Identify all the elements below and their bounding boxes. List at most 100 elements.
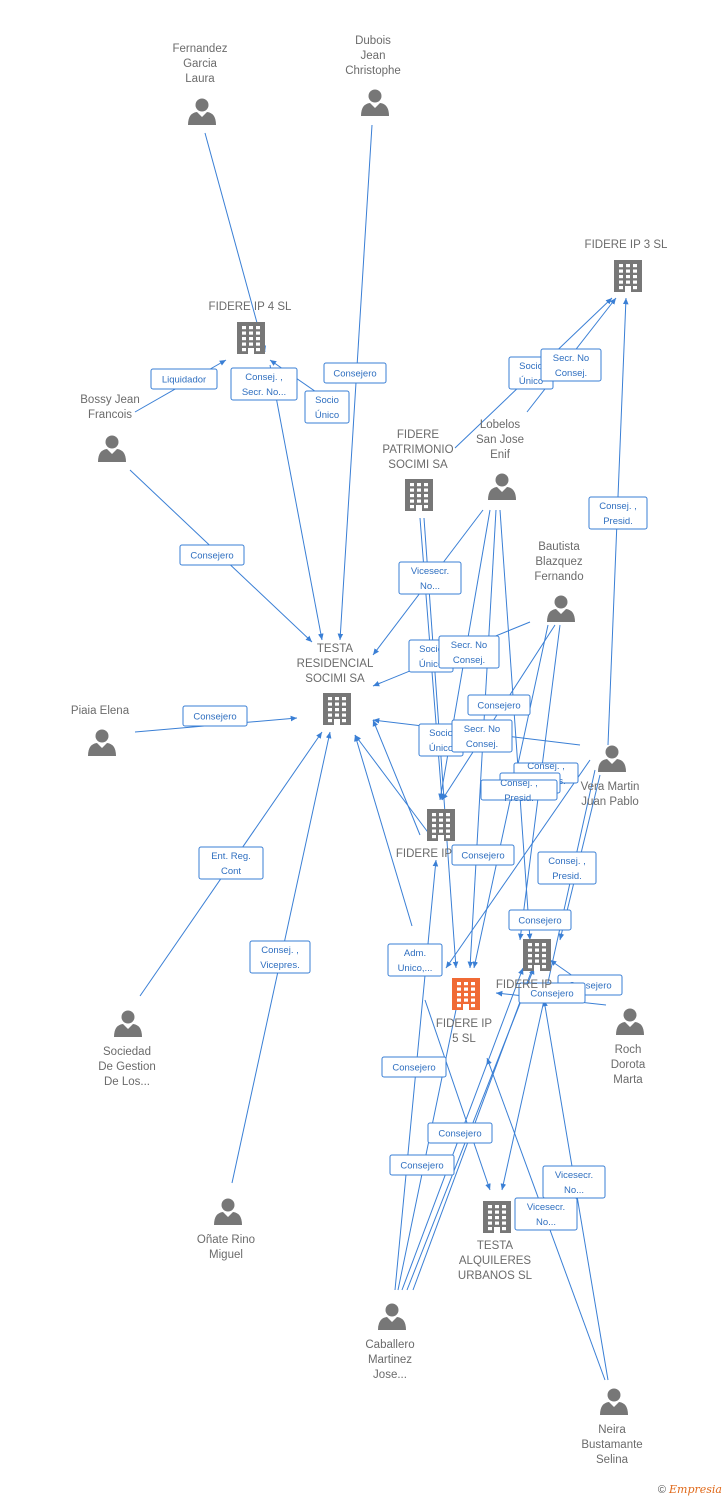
edge-label[interactable]: Consejero	[323, 362, 387, 384]
edge-label[interactable]: Consej. ,Presid.	[480, 778, 558, 804]
person-head	[607, 1388, 621, 1402]
edge-label[interactable]: Consejero	[381, 1056, 447, 1078]
building-door	[494, 1227, 500, 1233]
person-head	[221, 1198, 235, 1212]
company-node-fidere3[interactable]: FIDERE IP 3 SL	[585, 239, 668, 292]
edge-label[interactable]: Consejero	[467, 694, 531, 716]
brand-logo[interactable]: Empresia	[669, 1483, 722, 1496]
edge-label[interactable]: Consej. ,Presid.	[588, 496, 648, 530]
building-window	[439, 829, 443, 833]
building-window	[619, 269, 623, 273]
node-label: Bossy Jean	[80, 394, 139, 406]
building-window	[446, 835, 450, 839]
node-label: Caballero	[365, 1339, 414, 1351]
edge-line	[397, 999, 460, 1291]
building-window	[626, 264, 630, 268]
building-window	[471, 998, 475, 1002]
edge-label-text: Secr. No	[451, 640, 487, 651]
node-label: ALQUILERES	[459, 1255, 532, 1267]
edge-label[interactable]: Consejero	[389, 1154, 455, 1176]
building-window	[528, 943, 532, 947]
edge-label[interactable]: Liquidador	[150, 368, 218, 390]
building-window	[335, 713, 339, 717]
edge-label-box	[150, 368, 218, 390]
edge-label[interactable]: Consejero	[179, 544, 245, 566]
building-window	[619, 275, 623, 279]
edge-label-text: Consej. ,	[245, 372, 283, 383]
company-node-fidere_mid[interactable]: FIDERE IP	[396, 809, 455, 860]
edge-label[interactable]: Consej. ,Presid.	[537, 851, 597, 885]
company-node-fidere_right[interactable]: FIDERE IP	[496, 939, 553, 991]
edge-line	[424, 999, 491, 1191]
building-window	[535, 948, 539, 952]
edge-label-box	[249, 940, 311, 974]
node-label: FIDERE IP 3 SL	[585, 239, 668, 251]
edge-label[interactable]: Vicesecr.No...	[542, 1165, 606, 1199]
company-node-fidere4[interactable]: FIDERE IP 4 SL	[209, 301, 292, 354]
edge-label-text: No...	[420, 581, 440, 592]
building-window	[502, 1210, 506, 1214]
edge-label[interactable]: Vicesecr.No...	[398, 561, 462, 595]
building-window	[424, 494, 428, 498]
edge-label[interactable]: Ent. Reg.Cont	[198, 846, 264, 880]
edge-label[interactable]: Vicesecr.No...	[514, 1197, 578, 1231]
node-label: Jose...	[373, 1369, 407, 1381]
building-window	[528, 965, 532, 969]
edge-label[interactable]: Consejero	[518, 982, 586, 1004]
node-label: Piaia Elena	[71, 705, 130, 717]
edge-label-text: Vicepres.	[260, 960, 299, 971]
edge-label[interactable]: Consejero	[427, 1122, 493, 1144]
building-window	[256, 337, 260, 341]
building-window	[471, 993, 475, 997]
building-window	[542, 965, 546, 969]
building-window	[249, 331, 253, 335]
building-window	[335, 697, 339, 701]
person-node-piaia[interactable]: Piaia Elena	[71, 705, 130, 756]
building-door	[534, 965, 540, 971]
edge-label[interactable]: Adm.Unico,...	[387, 943, 443, 977]
building-door	[334, 719, 340, 725]
edge-label[interactable]: Consej. ,Secr. No...	[230, 367, 298, 401]
node-label: FIDERE IP 4 SL	[209, 301, 292, 313]
node-label: TESTA	[317, 643, 354, 655]
person-node-caballero[interactable]: CaballeroMartinezJose...	[365, 1303, 415, 1382]
company-node-fidere5[interactable]: FIDERE IP5 SL	[436, 978, 493, 1045]
node-label: Christophe	[345, 65, 401, 77]
building-window	[542, 959, 546, 963]
edge-label-text: Secr. No	[464, 724, 500, 735]
edge-label-box	[514, 1197, 578, 1231]
building-icon	[323, 693, 351, 725]
building-icon	[614, 260, 642, 292]
edge-label[interactable]: Consejero	[182, 705, 248, 727]
building-window	[542, 948, 546, 952]
edge-label[interactable]: Consejero	[451, 844, 515, 866]
building-window	[535, 943, 539, 947]
person-icon	[361, 89, 389, 116]
edge-label[interactable]: Consejero	[508, 909, 572, 931]
edge-label-text: Consejero	[392, 1063, 435, 1074]
edge-label-box	[540, 348, 602, 382]
person-head	[368, 89, 382, 103]
building-window	[432, 824, 436, 828]
building-window	[335, 702, 339, 706]
edge-label[interactable]: Consej. ,Vicepres.	[249, 940, 311, 974]
